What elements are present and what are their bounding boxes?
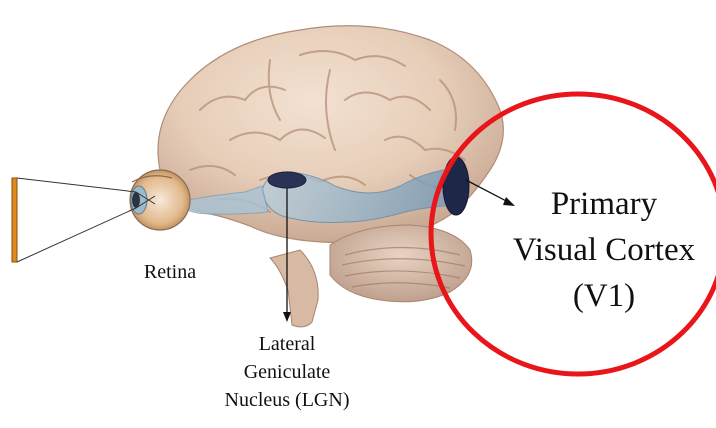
v1-label: Primary Visual Cortex (V1) [484,181,716,319]
lgn-body [268,172,306,188]
retina-label: Retina [116,262,224,282]
v1-label-line-1: Primary [484,181,716,227]
brainstem [270,250,318,327]
lgn-label: Lateral Geniculate Nucleus (LGN) [212,330,362,414]
v1-label-line-2: Visual Cortex [484,227,716,273]
lgn-label-line-1: Lateral [212,330,362,358]
eye [130,170,190,230]
lgn-label-line-3: Nucleus (LGN) [212,386,362,414]
v1-label-line-3: (V1) [484,273,716,319]
lgn-label-line-2: Geniculate [212,358,362,386]
stimulus-bar [12,178,17,262]
